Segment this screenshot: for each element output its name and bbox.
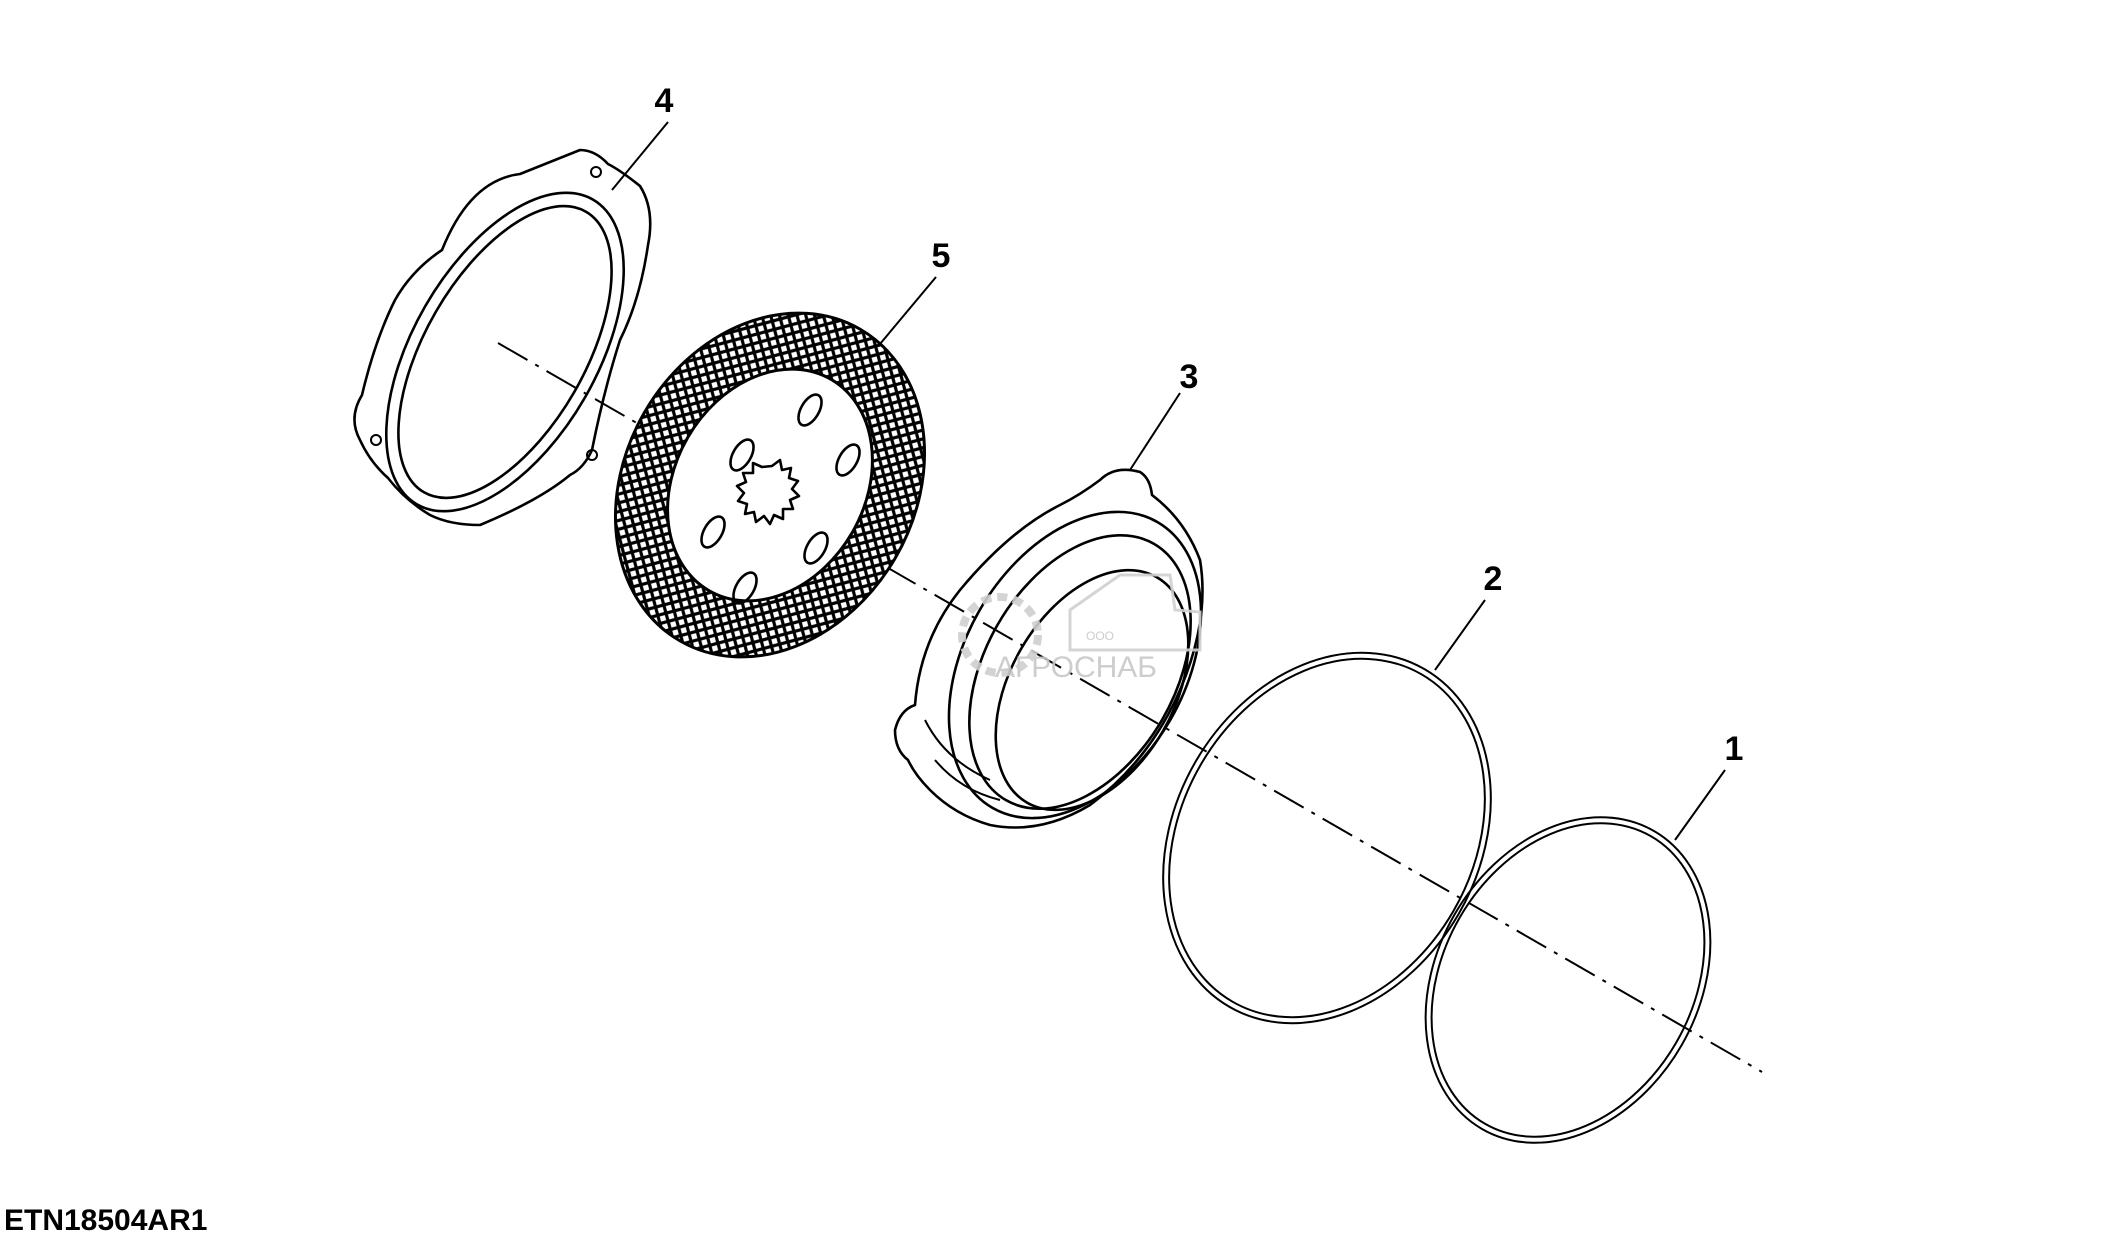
part-5-friction-disc — [614, 311, 926, 659]
leader-line-1 — [1674, 769, 1726, 841]
part-3-piston — [893, 468, 1204, 829]
callout-2: 2 — [1484, 560, 1503, 598]
leader-line-5 — [879, 276, 937, 345]
part-2-o-ring — [1162, 651, 1492, 1025]
watermark-logo: ООО АГРОСНАБ — [958, 573, 1202, 684]
callout-3: 3 — [1180, 358, 1199, 396]
callout-4: 4 — [655, 82, 674, 120]
callout-1: 1 — [1725, 730, 1744, 768]
leader-line-2 — [1434, 599, 1486, 671]
watermark-company: АГРОСНАБ — [995, 651, 1157, 684]
part-1-o-ring — [1424, 816, 1712, 1144]
leader-line-3 — [1129, 392, 1181, 471]
callout-5: 5 — [932, 237, 951, 275]
figure-id-label: ETN18504AR1 — [4, 1204, 207, 1237]
leader-line-4 — [611, 121, 669, 191]
part-4-plate — [353, 148, 652, 527]
watermark-prefix: ООО — [1086, 629, 1114, 643]
